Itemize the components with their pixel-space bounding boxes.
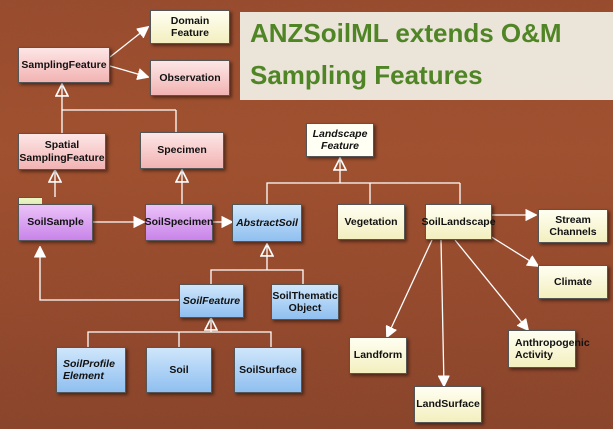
class-specimen[interactable]: Specimen bbox=[140, 132, 224, 169]
soillandscape-to-landform-arrow bbox=[387, 239, 433, 337]
soilfeature-to-soilsample-arrow bbox=[40, 247, 179, 301]
title-line-1: ANZSoilML extends O&M bbox=[250, 18, 562, 48]
sampling-to-observation-arrow bbox=[109, 65, 148, 77]
class-landscape-feature[interactable]: Landscape Feature bbox=[306, 123, 374, 157]
title-line-2: Sampling Features bbox=[250, 60, 483, 90]
soillandscape-to-anthropogenic-arrow bbox=[454, 239, 528, 330]
class-stream-channels[interactable]: Stream Channels bbox=[538, 209, 608, 243]
abstractsoil-generalization-bar bbox=[210, 269, 304, 284]
class-abstract-soil[interactable]: AbstractSoil bbox=[232, 204, 302, 242]
class-observation[interactable]: Observation bbox=[150, 60, 230, 96]
class-spatial-sampling-feature[interactable]: Spatial SamplingFeature bbox=[18, 133, 106, 170]
class-soil[interactable]: Soil bbox=[146, 347, 212, 393]
class-anthropogenic-activity[interactable]: Anthropogenic Activity bbox=[508, 330, 590, 368]
class-sampling-feature[interactable]: SamplingFeature bbox=[18, 47, 110, 83]
class-landform[interactable]: Landform bbox=[349, 337, 407, 374]
class-soil-surface[interactable]: SoilSurface bbox=[234, 347, 302, 393]
class-climate[interactable]: Climate bbox=[538, 265, 608, 299]
title-banner: ANZSoilML extends O&M Sampling Features bbox=[240, 12, 613, 100]
class-soil-feature[interactable]: SoilFeature bbox=[179, 284, 244, 318]
soillandscape-to-landsurface-arrow bbox=[441, 239, 444, 386]
class-soil-thematic-object[interactable]: SoilThematic Object bbox=[271, 284, 339, 320]
soillandscape-to-climate-arrow bbox=[489, 235, 538, 266]
generalization-connector bbox=[61, 109, 176, 133]
class-domain-feature[interactable]: Domain Feature bbox=[150, 10, 230, 44]
class-vegetation[interactable]: Vegetation bbox=[337, 204, 405, 240]
landscape-generalization-bar bbox=[266, 182, 460, 204]
class-soil-landscape[interactable]: SoilLandscape bbox=[421, 204, 496, 240]
class-soil-profile-element[interactable]: SoilProfile Element bbox=[56, 347, 126, 393]
class-soil-specimen[interactable]: SoilSpecimen bbox=[145, 204, 213, 241]
class-soil-sample[interactable]: SoilSample bbox=[18, 204, 93, 241]
class-land-surface[interactable]: LandSurface bbox=[414, 386, 482, 423]
sampling-to-domain-arrow bbox=[109, 27, 148, 58]
